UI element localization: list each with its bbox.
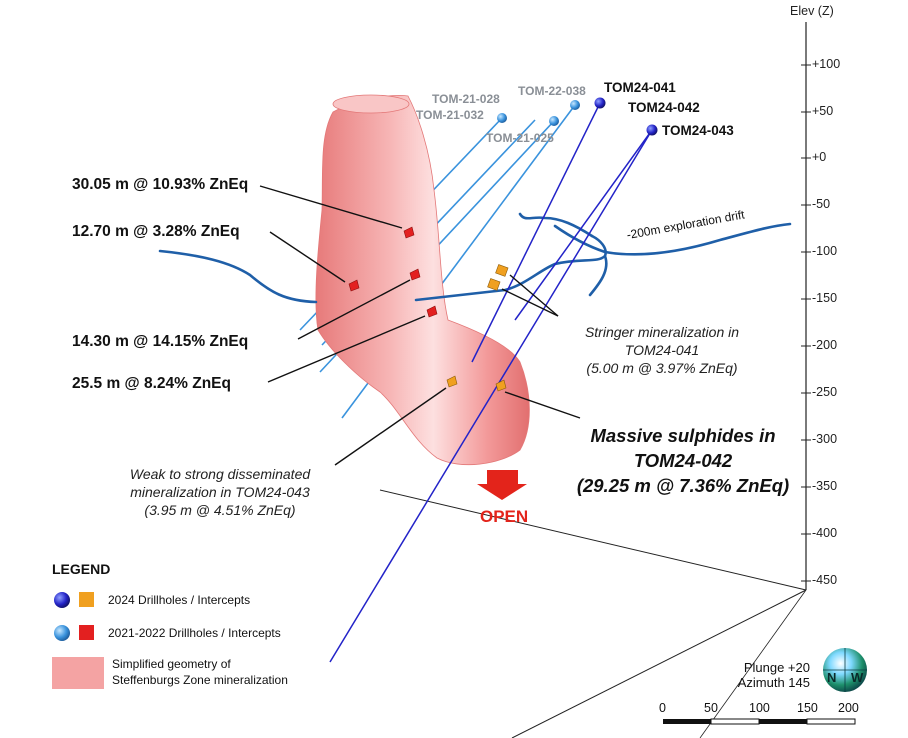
steffenburgs-zone-body <box>315 95 530 466</box>
massive-line: (29.25 m @ 7.36% ZnEq) <box>576 475 790 496</box>
intercept-label: 14.30 m @ 14.15% ZnEq <box>72 333 249 350</box>
leader-lines <box>259 185 581 466</box>
legend-symbols <box>52 592 104 689</box>
open-label: OPEN <box>480 507 529 526</box>
drillhole-label: TOM-21-025 <box>486 131 554 145</box>
elev-tick-label: -100 <box>812 244 838 258</box>
drillhole-label: TOM24-043 <box>662 123 734 138</box>
elev-tick-label: -400 <box>812 526 838 540</box>
scale-label: 150 <box>797 701 818 715</box>
legend-item-zone: Simplified geometry of Steffenburgs Zone… <box>112 656 288 688</box>
legend-item-2024: 2024 Drillholes / Intercepts <box>108 593 251 607</box>
view-orientation: Plunge +20 Azimuth 145 <box>730 660 810 690</box>
drillhole-label: TOM-22-038 <box>518 84 586 98</box>
legend-zone-line: Steffenburgs Zone mineralization <box>112 673 288 687</box>
drillhole-label: TOM24-042 <box>628 100 700 115</box>
compass-globe-icon <box>823 648 867 692</box>
scale-label: 50 <box>704 701 718 715</box>
intercept-label: 12.70 m @ 3.28% ZnEq <box>72 223 240 240</box>
disseminated-line: (3.95 m @ 4.51% ZnEq) <box>144 502 296 518</box>
intercept-label: 30.05 m @ 10.93% ZnEq <box>72 176 249 193</box>
azimuth-text: Azimuth 145 <box>737 675 810 690</box>
elev-tick-label: +0 <box>812 150 827 164</box>
elev-tick-label: -200 <box>812 338 838 352</box>
open-arrow-icon <box>477 470 527 500</box>
elev-tick-label: -450 <box>812 573 838 587</box>
elev-tick-label: -350 <box>812 479 838 493</box>
zone-top-cap <box>332 94 410 114</box>
disseminated-line: mineralization in TOM24-043 <box>130 484 310 500</box>
legend-title: LEGEND <box>52 561 111 577</box>
intercept-label: 25.5 m @ 8.24% ZnEq <box>72 375 231 392</box>
legend-zone-line: Simplified geometry of <box>112 657 231 671</box>
drillhole-label: TOM24-041 <box>604 80 676 95</box>
elev-tick-label: -250 <box>812 385 838 399</box>
scale-bar <box>663 718 856 725</box>
massive-line: TOM24-042 <box>633 450 733 471</box>
elev-tick-label: +100 <box>812 57 841 71</box>
elev-tick-label: +50 <box>812 104 834 118</box>
axis-title: Elev (Z) <box>790 4 834 18</box>
stringer-line: (5.00 m @ 3.97% ZnEq) <box>586 360 738 376</box>
stringer-note: Stringer mineralization in TOM24-041 (5.… <box>552 323 772 377</box>
intercepts-2021 <box>348 226 438 318</box>
drillhole-label: TOM-21-032 <box>416 108 484 122</box>
stringer-line: TOM24-041 <box>624 342 700 358</box>
scale-label: 0 <box>659 701 666 715</box>
scale-label: 200 <box>838 701 859 715</box>
elev-tick-label: -50 <box>812 197 831 211</box>
disseminated-line: Weak to strong disseminated <box>129 466 311 482</box>
legend-item-2021: 2021-2022 Drillholes / Intercepts <box>108 626 281 640</box>
intercepts-2024 <box>446 264 509 392</box>
drill-traces-2024 <box>329 102 653 663</box>
massive-line: Massive sulphides in <box>590 425 776 446</box>
drillhole-label: TOM-21-028 <box>432 92 500 106</box>
elev-tick-label: -300 <box>812 432 838 446</box>
scale-label: 100 <box>749 701 770 715</box>
compass-w-label: W <box>851 670 864 685</box>
elev-tick-label: -150 <box>812 291 838 305</box>
stringer-line: Stringer mineralization in <box>584 324 740 340</box>
axis-frame <box>379 22 807 738</box>
collars-2021 <box>497 100 580 126</box>
plunge-text: Plunge +20 <box>743 660 810 675</box>
elevation-ticks <box>801 64 811 582</box>
massive-sulphides-note: Massive sulphides in TOM24-042 (29.25 m … <box>548 423 818 498</box>
collars-2024 <box>594 97 658 136</box>
disseminated-note: Weak to strong disseminated mineralizati… <box>100 465 340 519</box>
compass-n-label: N <box>827 670 837 685</box>
